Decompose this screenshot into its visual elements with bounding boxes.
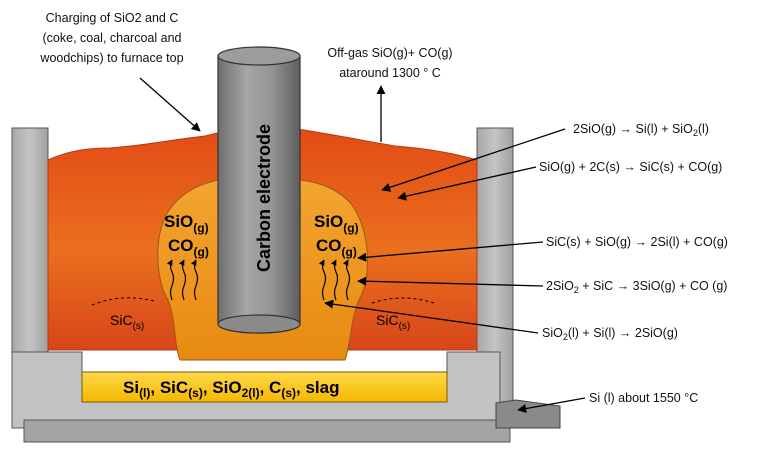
gas-label-right-co: CO(g)	[316, 236, 357, 259]
metal-bath	[81, 371, 448, 403]
gas-flow-arrows-right	[318, 259, 351, 301]
carbon-electrode	[217, 46, 301, 334]
charging-note-line-2: (coke, coal, charcoal and	[43, 31, 182, 45]
charging-note-line-3: woodchips) to furnace top	[39, 51, 183, 65]
sic-crust-left	[91, 297, 155, 306]
reaction-4: 2SiO2 + SiC → 3SiO(g) + CO (g)	[546, 279, 727, 295]
sic-label-left: SiC(s)	[110, 312, 144, 332]
reaction-2: SiO(g) + 2C(s) → SiC(s) + CO(g)	[539, 160, 722, 174]
gas-label-left-sio: SiO(g)	[164, 212, 209, 235]
offgas-note-line-2: ataround 1300 ° C	[339, 66, 441, 80]
gas-flow-arrows-left	[166, 259, 199, 301]
bath-label: Si(l), SiC(s), SiO2(l), C(s), slag	[123, 378, 339, 400]
gas-label-left-co: CO(g)	[168, 236, 209, 259]
reaction-2-arrow	[397, 166, 537, 201]
charging-note-line-1: Charging of SiO2 and C	[46, 11, 179, 25]
reaction-5: SiO2(l) + Si(l) → 2SiO(g)	[542, 326, 678, 342]
tap-arrow	[517, 397, 586, 414]
electrode-label: Carbon electrode	[254, 124, 274, 272]
reaction-3-arrow	[357, 241, 544, 262]
gas-label-right-sio: SiO(g)	[314, 212, 359, 235]
reaction-1: 2SiO(g) → Si(l) + SiO2(l)	[573, 122, 709, 138]
tap-hole	[495, 399, 561, 429]
reaction-3: SiC(s) + SiO(g) → 2Si(l) + CO(g)	[546, 235, 728, 249]
charging-arrow	[139, 77, 201, 132]
tap-note: Si (l) about 1550 °C	[589, 391, 698, 405]
reaction-1-arrow	[381, 128, 566, 192]
reaction-5-arrow	[324, 299, 539, 334]
sic-label-right: SiC(s)	[376, 312, 410, 332]
offgas-note-line-1: Off-gas SiO(g)+ CO(g)	[327, 46, 452, 60]
sic-crust-right	[371, 297, 435, 304]
furnace-base	[23, 419, 511, 443]
reaction-4-arrow	[357, 276, 544, 287]
